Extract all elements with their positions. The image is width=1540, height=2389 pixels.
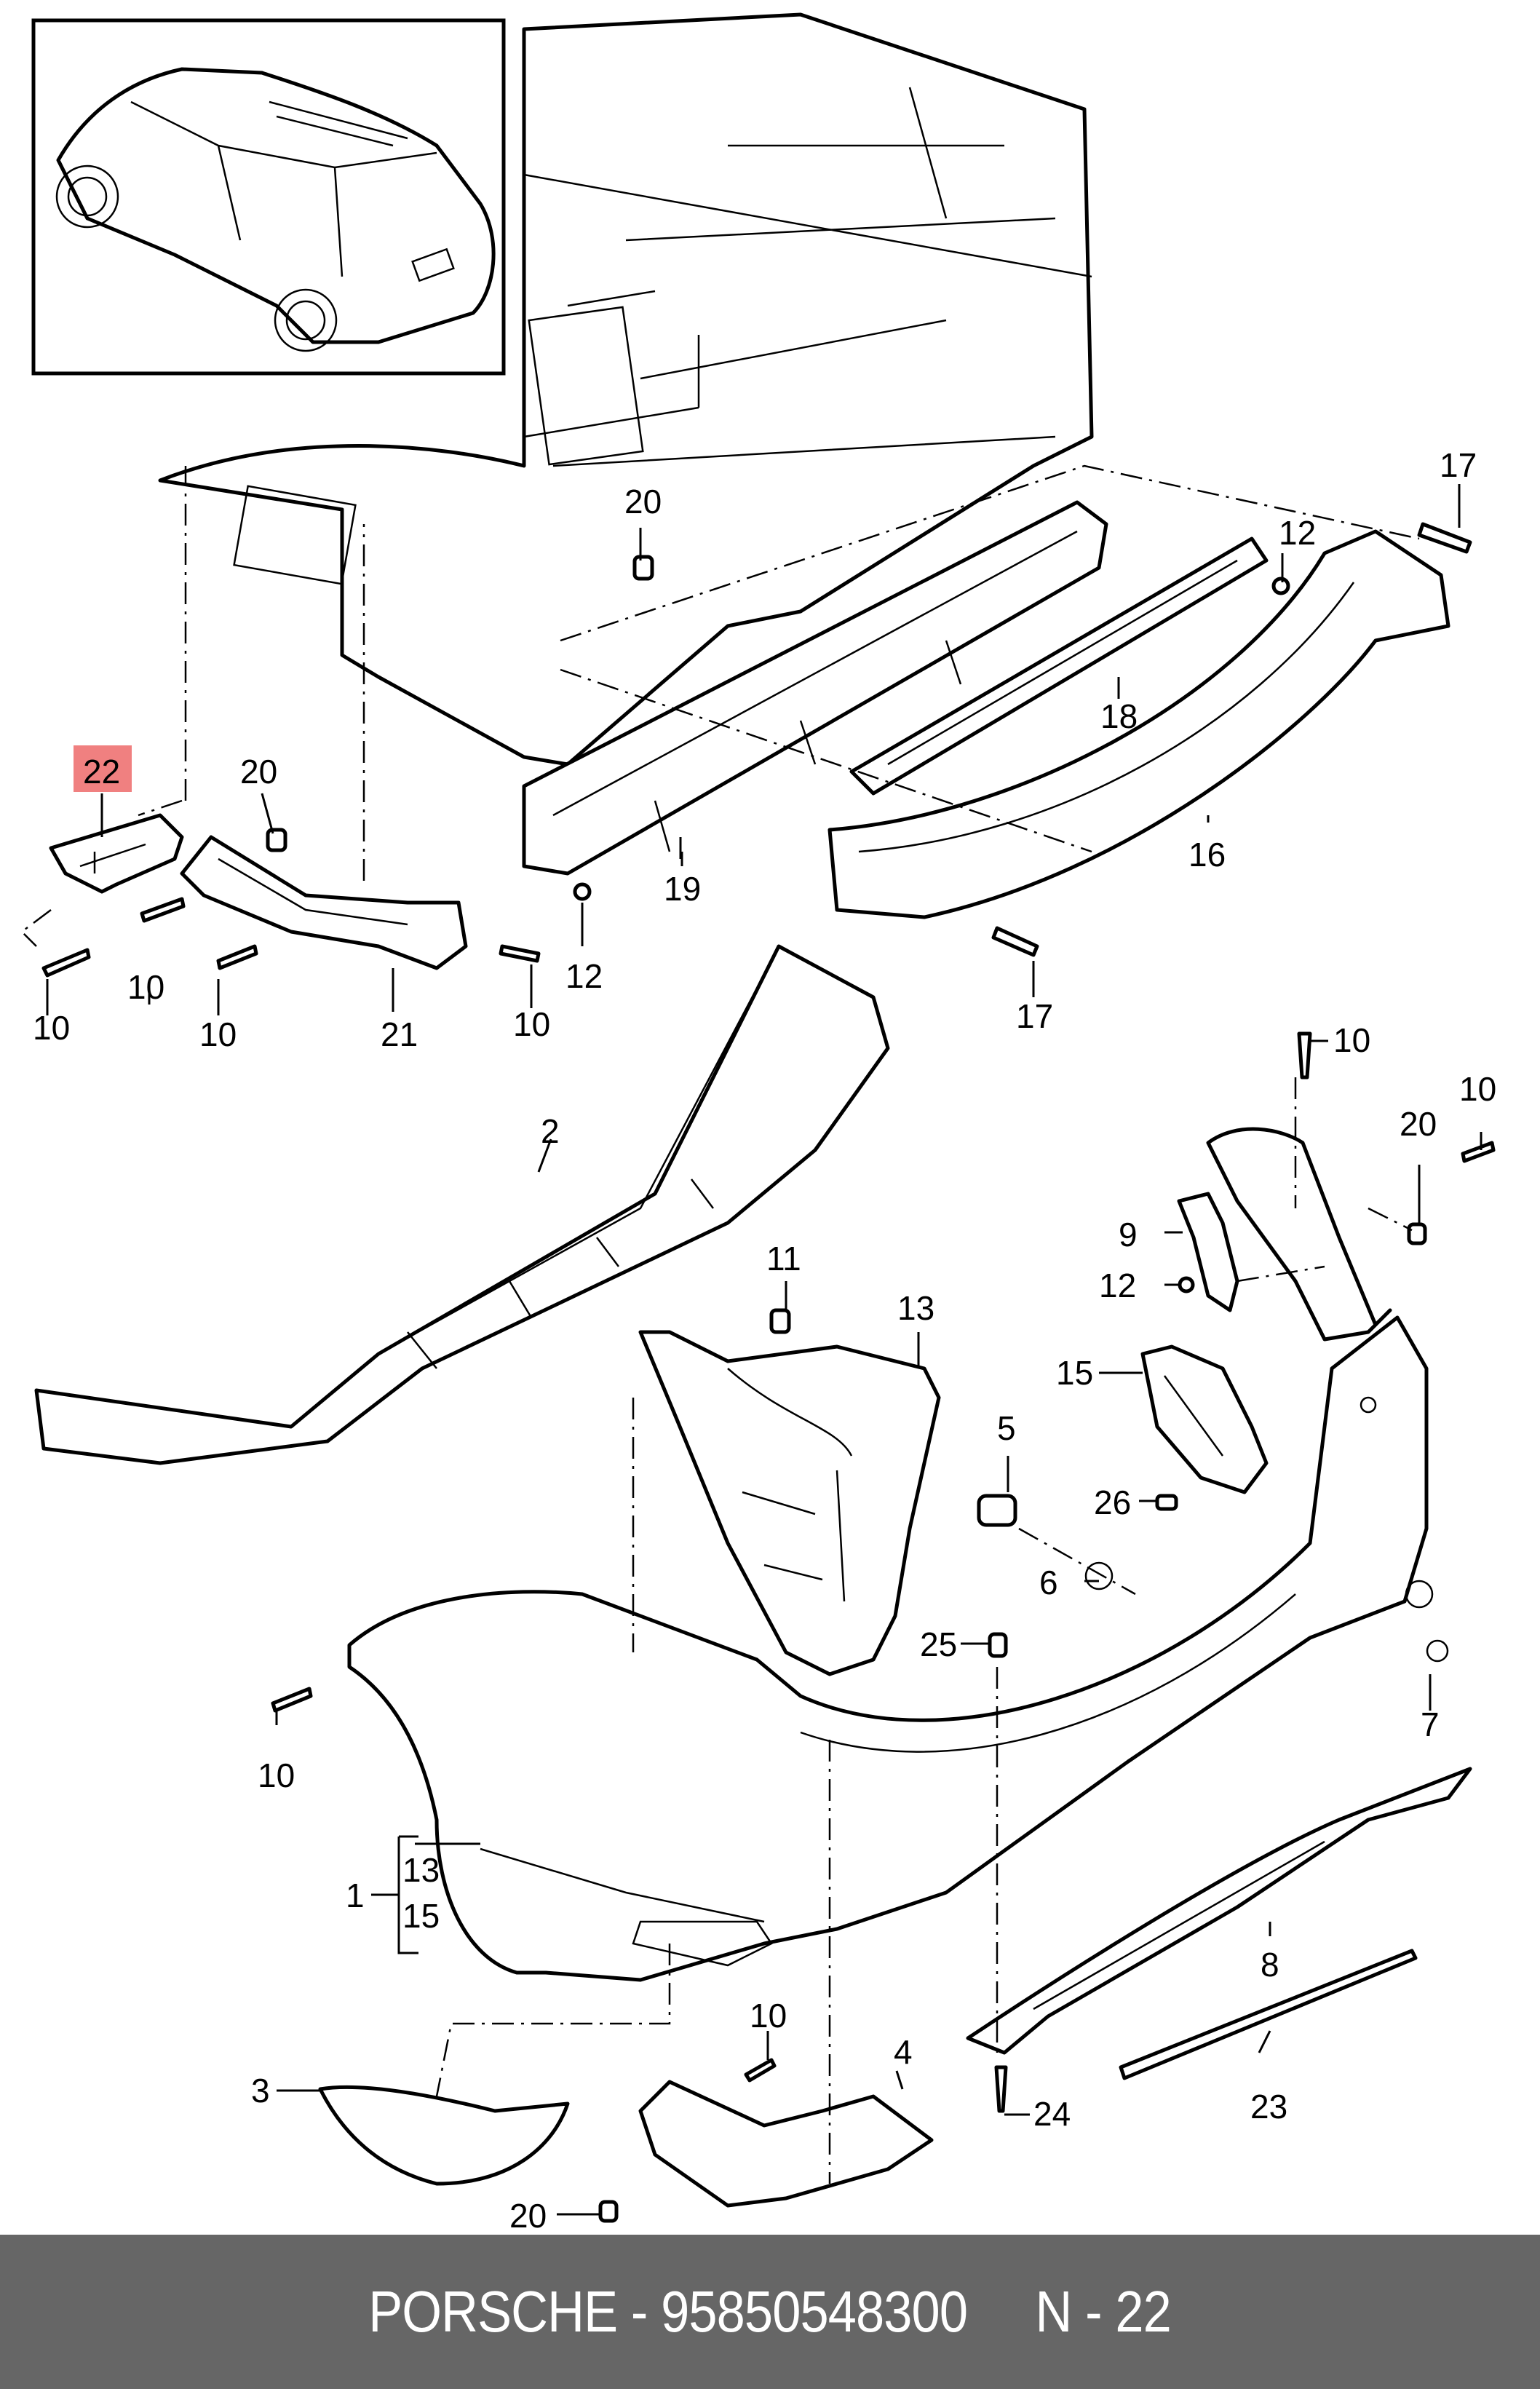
callout-20[interactable]: 20 (1400, 1105, 1437, 1143)
callout-10[interactable]: 10 (258, 1756, 295, 1794)
callout-6[interactable]: 6 (1039, 1564, 1058, 1601)
assembly-lines (20, 464, 1420, 2184)
callout-10[interactable]: 10 (750, 1997, 787, 2035)
screw-10-h (744, 2058, 777, 2083)
callout-10[interactable]: 10 (127, 968, 164, 1006)
callout-18[interactable]: 18 (1100, 697, 1138, 735)
callout-22[interactable]: 22 (83, 753, 120, 791)
callout-1[interactable]: 1 (346, 1877, 365, 1914)
callout-10[interactable]: 10 (199, 1015, 237, 1053)
highlight-part-22 (74, 745, 132, 792)
callout-25[interactable]: 25 (920, 1625, 957, 1663)
clip-26 (1155, 1494, 1178, 1511)
footer-part-number-text: PORSCHE - 95850548300 N - 22 (368, 2279, 1172, 2344)
part-21-bracket (180, 835, 468, 970)
callout-16[interactable]: 16 (1188, 836, 1226, 873)
nut-12-b (1271, 577, 1290, 595)
callout-labels: 22 20 17 12 18 20 19 16 10 10 10 21 10 1… (33, 446, 1496, 2235)
clip-20-a (632, 555, 654, 581)
sensor-5 (977, 1494, 1017, 1527)
callout-23[interactable]: 23 (1250, 2088, 1287, 2125)
inset-vehicle-view (31, 18, 506, 376)
vehicle-rear-body (158, 12, 1094, 766)
callout-24[interactable]: 24 (1033, 2095, 1071, 2133)
callout-13[interactable]: 13 (897, 1289, 934, 1327)
screw-10-e (1297, 1031, 1312, 1079)
screw-10-b (140, 897, 186, 923)
part-9-guide (1177, 1192, 1239, 1312)
callout-10[interactable]: 10 (513, 1005, 550, 1043)
callout-5[interactable]: 5 (997, 1409, 1016, 1447)
callout-8[interactable]: 8 (1261, 1946, 1279, 1984)
clip-20-d (598, 2200, 619, 2223)
bumper-side-right (1206, 1127, 1392, 1342)
screw-10-g (271, 1687, 313, 1713)
clip-20-b (266, 828, 287, 852)
part-23-strip (1119, 1949, 1418, 2080)
bolt-17-a (1417, 522, 1472, 554)
callout-17[interactable]: 17 (1440, 446, 1477, 484)
nut-12-c (1178, 1276, 1195, 1293)
callout-7[interactable]: 7 (1421, 1705, 1440, 1743)
fasteners (41, 522, 1496, 2223)
part-number-footer: PORSCHE - 95850548300 N - 22 (0, 2235, 1540, 2389)
callout-11[interactable]: 11 (766, 1240, 801, 1277)
screw-24 (994, 2065, 1008, 2113)
callout-4[interactable]: 4 (894, 2033, 913, 2071)
part-13-bracket (638, 1330, 941, 1676)
callout-10[interactable]: 10 (1333, 1021, 1370, 1059)
callout-21[interactable]: 21 (381, 1015, 418, 1053)
callout-19[interactable]: 19 (664, 870, 701, 908)
callout-15[interactable]: 15 (1056, 1354, 1093, 1392)
callout-20[interactable]: 20 (624, 483, 662, 520)
callout-12[interactable]: 12 (1279, 514, 1316, 552)
screw-10-a (41, 948, 91, 978)
part-18-guide (849, 536, 1269, 796)
ring-6 (1084, 1561, 1114, 1590)
clip-11 (769, 1308, 791, 1334)
callout-26[interactable]: 26 (1094, 1483, 1131, 1521)
callout-10[interactable]: 10 (33, 1009, 70, 1047)
callout-15-sub[interactable]: 15 (402, 1897, 440, 1935)
part-1-bumper-cover (347, 1315, 1429, 1982)
callout-17[interactable]: 17 (1016, 997, 1053, 1035)
leader-lines (46, 484, 1483, 2216)
bolt-17-b (991, 926, 1039, 957)
callout-13-sub[interactable]: 13 (402, 1851, 440, 1889)
callout-12[interactable]: 12 (565, 957, 603, 995)
callout-9[interactable]: 9 (1119, 1216, 1138, 1253)
callout-20[interactable]: 20 (240, 753, 277, 791)
part-2-bumper-support (34, 944, 890, 1465)
callout-12[interactable]: 12 (1099, 1267, 1136, 1304)
nut-12-a (573, 882, 592, 901)
callout-10[interactable]: 10 (1459, 1070, 1496, 1108)
part-16-bumper-beam (827, 529, 1450, 919)
part-8-diffuser (966, 1767, 1472, 2055)
screw-10-d (499, 944, 541, 963)
inset-car-body (56, 67, 496, 344)
cap-7 (1426, 1639, 1449, 1663)
part-15-frame (1140, 1344, 1269, 1494)
clip-20-c (1407, 1222, 1427, 1245)
screw-10-c (216, 944, 258, 970)
callout-3[interactable]: 3 (251, 2072, 270, 2109)
part-4-trim (638, 2080, 934, 2208)
screw-10-f (1461, 1141, 1496, 1163)
clip-25 (988, 1632, 1008, 1658)
callout-2[interactable]: 2 (541, 1112, 560, 1150)
part-3-reflector (318, 2085, 570, 2186)
callout-20[interactable]: 20 (509, 2197, 547, 2235)
parts-diagram: 22 20 17 12 18 20 19 16 10 10 10 21 10 1… (20, 12, 1496, 2235)
